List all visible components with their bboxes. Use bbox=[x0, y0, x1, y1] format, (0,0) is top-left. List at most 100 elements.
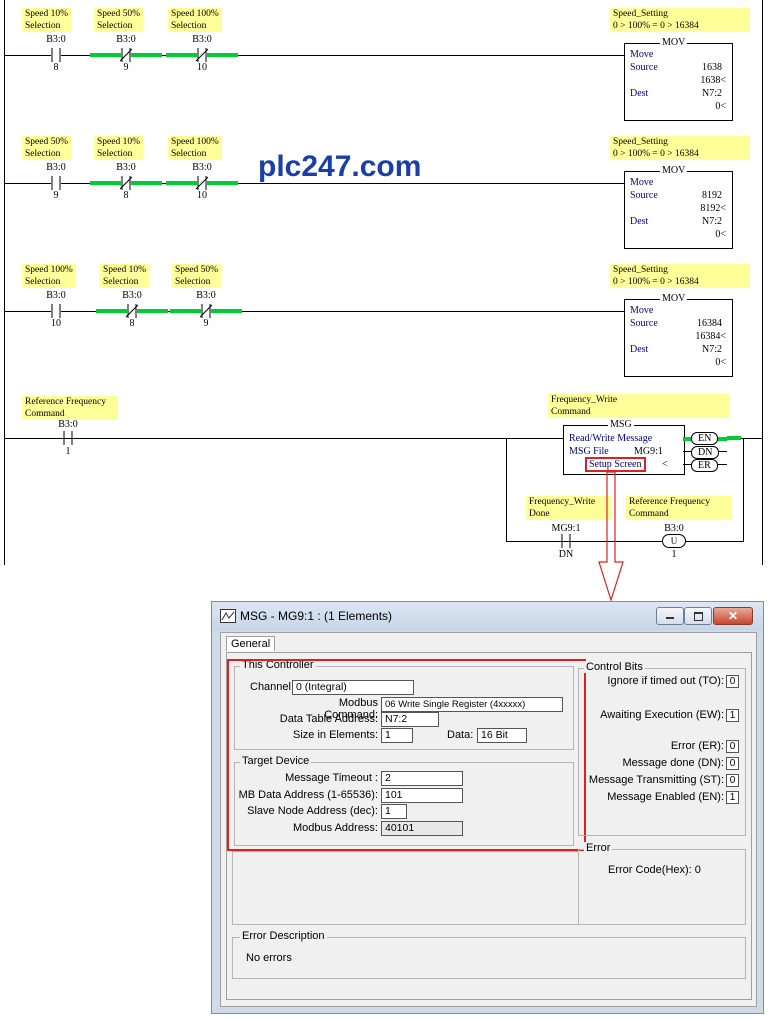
contact-label-line-2: Selection bbox=[97, 21, 133, 31]
nc-contact[interactable] bbox=[118, 48, 134, 62]
rung-2-dest-live: 0< bbox=[715, 229, 726, 240]
en-output: EN bbox=[683, 432, 727, 445]
rung-3-line bbox=[4, 311, 624, 312]
rung-1-source-label: Source bbox=[630, 62, 658, 73]
data-type-field[interactable]: 16 Bit bbox=[477, 728, 527, 743]
rung-2-mov-box[interactable] bbox=[624, 171, 733, 249]
rung-2-contact-1-address: B3:0 bbox=[46, 162, 66, 173]
branch-line bbox=[506, 541, 744, 542]
branch-no-contact[interactable] bbox=[558, 534, 574, 548]
rung-3-contact-2-label: Speed 10%Selection bbox=[100, 264, 150, 288]
nc-contact[interactable] bbox=[124, 304, 140, 318]
unlatch-coil[interactable]: U bbox=[662, 534, 686, 548]
rung-3-contact-1-label: Speed 100% Selection bbox=[22, 264, 76, 288]
rung-1-contact-2-address: B3:0 bbox=[116, 34, 136, 45]
rung-3-contact-1-address: B3:0 bbox=[46, 290, 66, 301]
rung-2-contact-2-label: Speed 10% Selection bbox=[94, 136, 144, 160]
nc-contact[interactable] bbox=[118, 176, 134, 190]
msg-file-label: MSG File bbox=[569, 446, 609, 457]
maximize-button[interactable] bbox=[684, 607, 712, 625]
dn-label: Message done (DN): bbox=[622, 757, 725, 769]
rung-3-contact-2-bit: 8 bbox=[129, 318, 135, 329]
pointer-arrow bbox=[598, 472, 624, 602]
rung-1-source-live: 1638< bbox=[700, 75, 726, 86]
minimize-button[interactable] bbox=[656, 607, 684, 625]
contact-label-line-2: Selection bbox=[25, 21, 61, 31]
data-table-address-field[interactable]: N7:2 bbox=[381, 712, 439, 727]
dn-output: DN bbox=[683, 446, 727, 459]
rung-3-mov-box[interactable] bbox=[624, 299, 733, 377]
output-label-line-2: 0 > 100% = 0 > 16384 bbox=[613, 21, 699, 31]
slave-node-address-field[interactable]: 1 bbox=[381, 804, 407, 819]
output-label-line-1: Speed_Setting bbox=[613, 9, 668, 19]
nc-contact[interactable] bbox=[194, 176, 210, 190]
st-label: Message Transmitting (ST): bbox=[588, 774, 724, 786]
watermark-text: plc247.com bbox=[258, 150, 422, 183]
msg-box-name: Read/Write Message bbox=[569, 433, 653, 444]
dn-bit[interactable]: 0 bbox=[726, 757, 739, 770]
rung-2-dest-label: Dest bbox=[630, 216, 649, 227]
st-bit[interactable]: 0 bbox=[726, 774, 739, 787]
left-power-rail bbox=[4, 0, 5, 565]
rung-3-mov-name: Move bbox=[630, 305, 654, 316]
rung-1-dest-live: 0< bbox=[715, 101, 726, 112]
slave-node-address-label: Slave Node Address (dec): bbox=[247, 805, 378, 817]
contact-label-line-2: Selection bbox=[25, 277, 61, 287]
rung-4-input-address: B3:0 bbox=[58, 419, 78, 430]
setup-screen-button[interactable]: Setup Screen bbox=[585, 457, 646, 472]
contact-label-line-2: Selection bbox=[97, 149, 133, 159]
mb-data-address-label: MB Data Address (1-65536): bbox=[238, 789, 378, 801]
nc-contact[interactable] bbox=[194, 48, 210, 62]
channel-field[interactable]: 0 (Integral) bbox=[292, 680, 414, 695]
size-in-elements-field[interactable]: 1 bbox=[381, 728, 413, 743]
modbus-command-field[interactable]: 06 Write Single Register (4xxxxx) bbox=[381, 697, 563, 712]
contact-label-line-1: Speed 50% bbox=[175, 265, 219, 275]
rung-2-source-live: 8192< bbox=[700, 203, 726, 214]
modbus-address-label: Modbus Address: bbox=[293, 822, 378, 834]
target-device-group bbox=[234, 762, 574, 846]
ew-bit[interactable]: 1 bbox=[726, 709, 739, 722]
error-title: Error bbox=[584, 842, 613, 854]
error-group bbox=[578, 849, 746, 925]
tab-general[interactable]: General bbox=[226, 636, 276, 651]
error-code: Error Code(Hex): 0 bbox=[608, 864, 701, 876]
rung-2-contact-3-bit: 10 bbox=[197, 190, 207, 201]
er-output: ER bbox=[683, 459, 727, 472]
rung-2-contact-2-bit: 8 bbox=[123, 190, 129, 201]
to-bit[interactable]: 0 bbox=[726, 675, 739, 688]
contact-label-line-2: Selection bbox=[171, 21, 207, 31]
unlatch-coil-bit: 1 bbox=[671, 549, 677, 560]
er-label: Error (ER): bbox=[670, 740, 724, 752]
en-bit[interactable]: 1 bbox=[726, 791, 739, 804]
message-timeout-label: Message Timeout : bbox=[285, 772, 378, 784]
nc-contact[interactable] bbox=[198, 304, 214, 318]
rung-1-source-value: 1638 bbox=[702, 62, 722, 73]
dialog-title: MSG - MG9:1 : (1 Elements) bbox=[240, 609, 393, 623]
contact-label-line-1: Speed 100% bbox=[25, 265, 73, 275]
contact-label-line-1: Speed 50% bbox=[97, 9, 141, 19]
rung-2-contact-1-label: Speed 50%Selection bbox=[22, 136, 72, 160]
rung-3-contact-1-bit: 10 bbox=[51, 318, 61, 329]
no-contact[interactable] bbox=[48, 304, 64, 318]
no-contact[interactable] bbox=[48, 48, 64, 62]
rung-2-contact-1-bit: 9 bbox=[53, 190, 59, 201]
rung-4-no-contact[interactable] bbox=[60, 431, 76, 445]
rung-1-contact-1-bit: 8 bbox=[53, 62, 59, 73]
error-description-title: Error Description bbox=[240, 930, 327, 942]
message-timeout-field[interactable]: 2 bbox=[381, 771, 463, 786]
to-label: Ignore if timed out (TO): bbox=[607, 675, 724, 687]
right-power-rail bbox=[762, 0, 763, 565]
ew-label: Awaiting Execution (EW): bbox=[600, 709, 724, 721]
rung-3-source-value: 16384 bbox=[697, 318, 722, 329]
mb-data-address-field[interactable]: 101 bbox=[381, 788, 463, 803]
rung-2-contact-3-label: Speed 100%Selection bbox=[168, 136, 222, 160]
er-bit[interactable]: 0 bbox=[726, 740, 739, 753]
contact-label-line-1: Speed 10% bbox=[97, 137, 141, 147]
no-contact[interactable] bbox=[48, 176, 64, 190]
close-button[interactable]: ✕ bbox=[713, 607, 753, 625]
rung-3-dest-label: Dest bbox=[630, 344, 649, 355]
contact-label-line-1: Speed 100% bbox=[171, 137, 219, 147]
